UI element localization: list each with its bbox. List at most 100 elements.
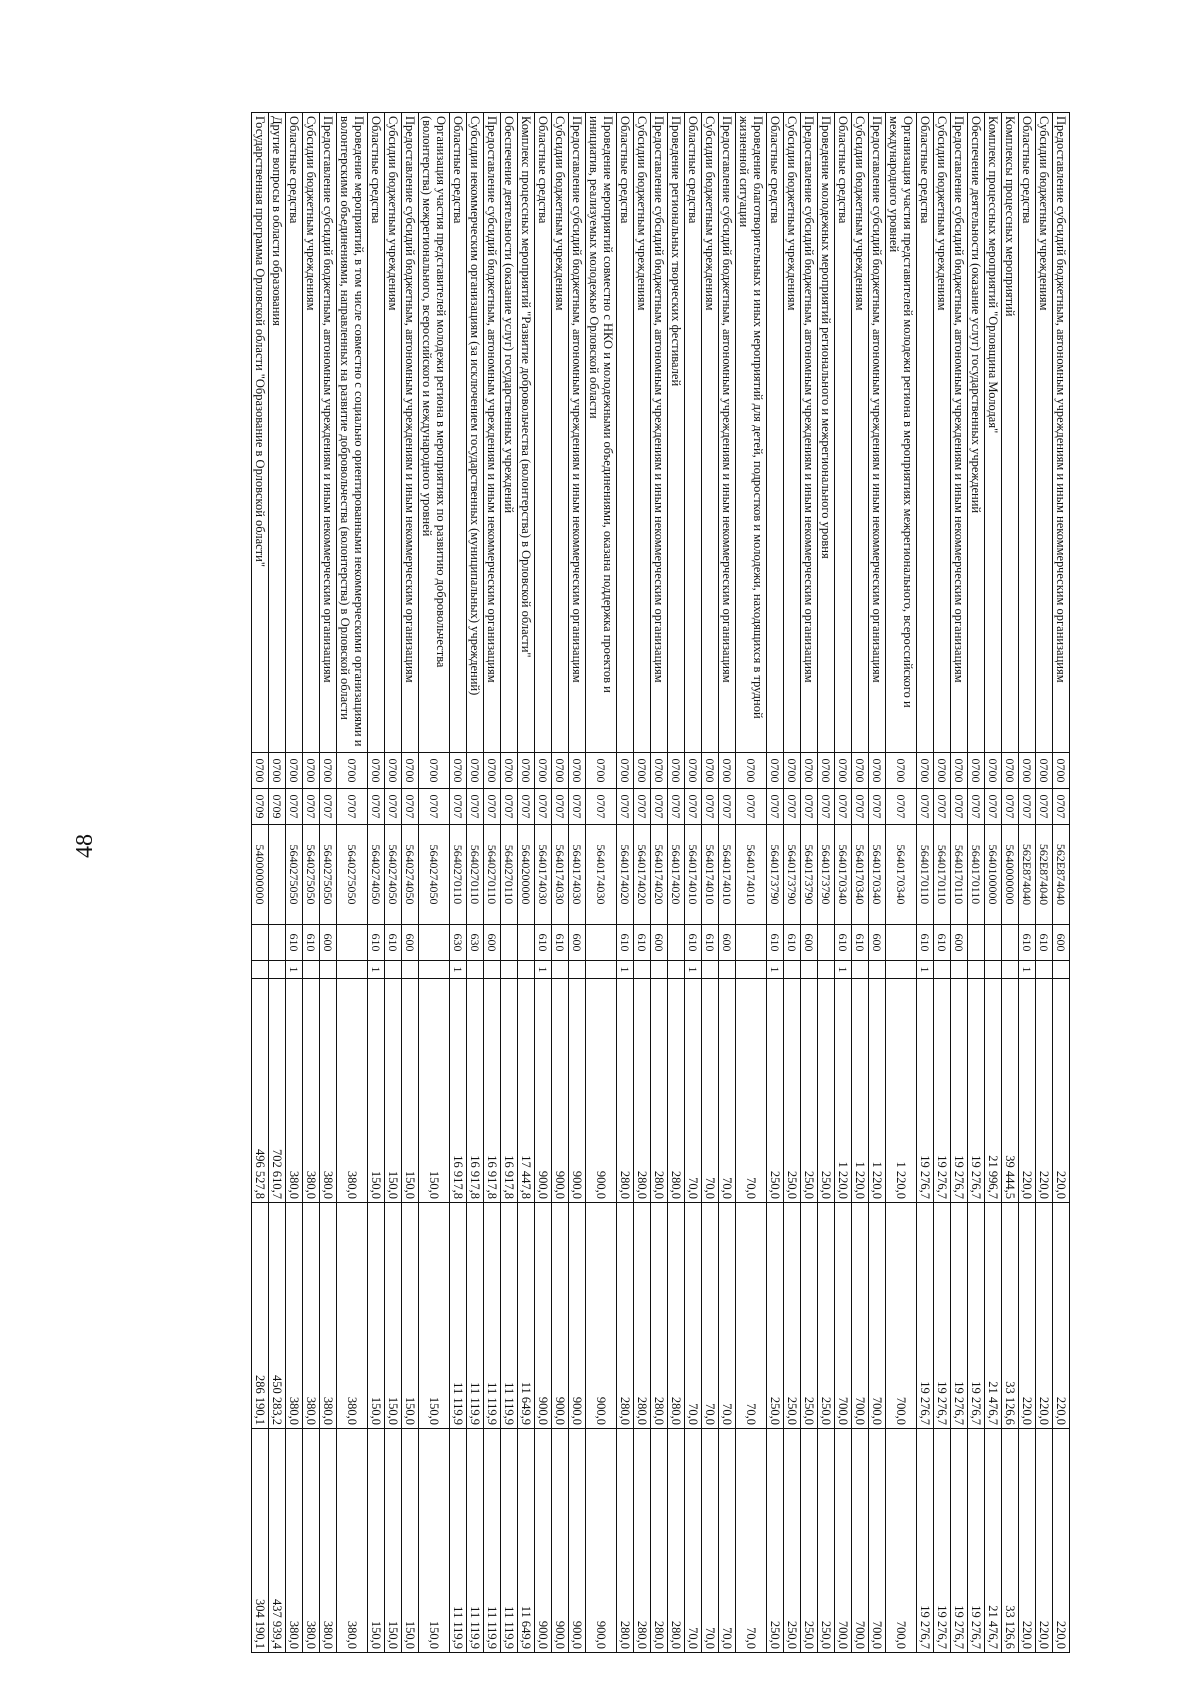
subsection-code-cell: 0707 xyxy=(1052,788,1070,825)
subsection-code-cell: 0707 xyxy=(401,788,419,825)
funding-source-cell: 1 xyxy=(684,960,702,979)
table-row: Субсидии некоммерческим организациям (за… xyxy=(466,112,484,1653)
section-code-cell: 0700 xyxy=(401,752,419,789)
amount-year-2-cell: 220,0 xyxy=(1052,1202,1070,1429)
expense-type-code-cell: 610 xyxy=(534,924,552,961)
subsection-code-cell: 0707 xyxy=(735,788,767,825)
table-row: Проведение мероприятий совместно с НКО и… xyxy=(585,112,617,1653)
subsection-code-cell: 0707 xyxy=(285,788,303,825)
amount-year-1-cell: 900,0 xyxy=(568,978,586,1203)
subsection-code-cell: 0707 xyxy=(568,788,586,825)
table-row: Предоставление субсидий бюджетным, автон… xyxy=(401,112,419,1653)
expense-type-code-cell xyxy=(817,924,835,961)
section-code-cell: 0700 xyxy=(950,752,968,789)
target-article-code-cell: 5640174030 xyxy=(585,824,617,925)
row-name-cell: Областные средства xyxy=(534,112,552,753)
amount-year-2-cell: 900,0 xyxy=(585,1202,617,1429)
row-name-cell: Комплекс процессных мероприятий "Орловщи… xyxy=(984,112,1002,753)
subsection-code-cell: 0707 xyxy=(384,788,402,825)
amount-year-1-cell: 21 996,7 xyxy=(984,978,1002,1203)
target-article-code-cell: 5640170340 xyxy=(834,824,852,925)
amount-year-1-cell: 150,0 xyxy=(367,978,385,1203)
target-article-code-cell: 5640100000 xyxy=(984,824,1002,925)
target-article-code-cell: 5640275050 xyxy=(302,824,320,925)
amount-year-1-cell: 150,0 xyxy=(384,978,402,1203)
subsection-code-cell: 0707 xyxy=(1001,788,1019,825)
amount-year-3-cell: 19 276,7 xyxy=(967,1428,985,1653)
target-article-code-cell: 5640170110 xyxy=(933,824,951,925)
amount-year-2-cell: 19 276,7 xyxy=(933,1202,951,1429)
section-code-cell: 0700 xyxy=(466,752,484,789)
amount-year-2-cell: 19 276,7 xyxy=(916,1202,934,1429)
amount-year-1-cell: 280,0 xyxy=(616,978,634,1203)
section-code-cell: 0700 xyxy=(500,752,518,789)
rotated-page-content: Предоставление субсидий бюджетным, автон… xyxy=(110,112,1070,1653)
amount-year-1-cell: 16 917,8 xyxy=(449,978,467,1203)
expense-type-code-cell: 610 xyxy=(933,924,951,961)
table-row: Комплекс процессных мероприятий "Развити… xyxy=(517,112,535,1653)
amount-year-2-cell: 700,0 xyxy=(868,1202,886,1429)
row-name-cell: Организация участия представителей молод… xyxy=(418,112,450,753)
amount-year-2-cell: 280,0 xyxy=(667,1202,685,1429)
amount-year-2-cell: 380,0 xyxy=(285,1202,303,1429)
row-name-cell: Предоставление субсидий бюджетным, автон… xyxy=(568,112,586,753)
table-row: Предоставление субсидий бюджетным, автон… xyxy=(800,112,818,1653)
target-article-code-cell: 5640170340 xyxy=(868,824,886,925)
amount-year-3-cell: 280,0 xyxy=(616,1428,634,1653)
amount-year-3-cell: 11 119,9 xyxy=(466,1428,484,1653)
budget-table-body: Предоставление субсидий бюджетным, автон… xyxy=(251,112,1070,1653)
funding-source-cell xyxy=(783,960,801,979)
amount-year-3-cell: 380,0 xyxy=(319,1428,337,1653)
row-name-cell: Обеспечение деятельности (оказание услуг… xyxy=(500,112,518,753)
expense-type-code-cell: 610 xyxy=(616,924,634,961)
row-name-cell: Субсидии бюджетным учреждениям xyxy=(1035,112,1053,753)
target-article-code-cell: 5640170340 xyxy=(885,824,917,925)
target-article-code-cell: 562E874040 xyxy=(1035,824,1053,925)
subsection-code-cell: 0707 xyxy=(466,788,484,825)
amount-year-2-cell: 11 649,9 xyxy=(517,1202,535,1429)
amount-year-1-cell: 150,0 xyxy=(418,978,450,1203)
table-row: Проведение благотворительных и иных меро… xyxy=(735,112,767,1653)
table-row: Предоставление субсидий бюджетным, автон… xyxy=(483,112,501,1653)
amount-year-3-cell: 150,0 xyxy=(384,1428,402,1653)
amount-year-1-cell: 220,0 xyxy=(1018,978,1036,1203)
amount-year-1-cell: 380,0 xyxy=(319,978,337,1203)
funding-source-cell xyxy=(667,960,685,979)
section-code-cell: 0700 xyxy=(916,752,934,789)
row-name-cell: Областные средства xyxy=(449,112,467,753)
section-code-cell: 0700 xyxy=(534,752,552,789)
section-code-cell: 0700 xyxy=(984,752,1002,789)
amount-year-2-cell: 900,0 xyxy=(551,1202,569,1429)
amount-year-3-cell: 700,0 xyxy=(834,1428,852,1653)
amount-year-2-cell: 150,0 xyxy=(367,1202,385,1429)
expense-type-code-cell: 600 xyxy=(1052,924,1070,961)
funding-source-cell xyxy=(251,960,269,979)
amount-year-1-cell: 1 220,0 xyxy=(851,978,869,1203)
subsection-code-cell: 0707 xyxy=(851,788,869,825)
target-article-code-cell: 5640174010 xyxy=(718,824,736,925)
subsection-code-cell: 0707 xyxy=(500,788,518,825)
table-row: Комплекс процессных мероприятий "Орловщи… xyxy=(984,112,1002,1653)
table-row: Предоставление субсидий бюджетным, автон… xyxy=(319,112,337,1653)
expense-type-code-cell xyxy=(967,924,985,961)
amount-year-2-cell: 280,0 xyxy=(650,1202,668,1429)
amount-year-3-cell: 150,0 xyxy=(367,1428,385,1653)
target-article-code-cell: 5640174030 xyxy=(551,824,569,925)
expense-type-code-cell: 610 xyxy=(1035,924,1053,961)
subsection-code-cell: 0707 xyxy=(984,788,1002,825)
amount-year-1-cell: 280,0 xyxy=(667,978,685,1203)
amount-year-3-cell: 250,0 xyxy=(800,1428,818,1653)
row-name-cell: Проведение мероприятий совместно с НКО и… xyxy=(585,112,617,753)
amount-year-2-cell: 150,0 xyxy=(401,1202,419,1429)
target-article-code-cell: 5640274050 xyxy=(401,824,419,925)
funding-source-cell xyxy=(701,960,719,979)
subsection-code-cell: 0707 xyxy=(868,788,886,825)
amount-year-1-cell: 39 444,5 xyxy=(1001,978,1019,1203)
amount-year-3-cell: 70,0 xyxy=(735,1428,767,1653)
table-row: Государственная программа Орловской обла… xyxy=(251,112,269,1653)
funding-source-cell xyxy=(851,960,869,979)
funding-source-cell xyxy=(650,960,668,979)
